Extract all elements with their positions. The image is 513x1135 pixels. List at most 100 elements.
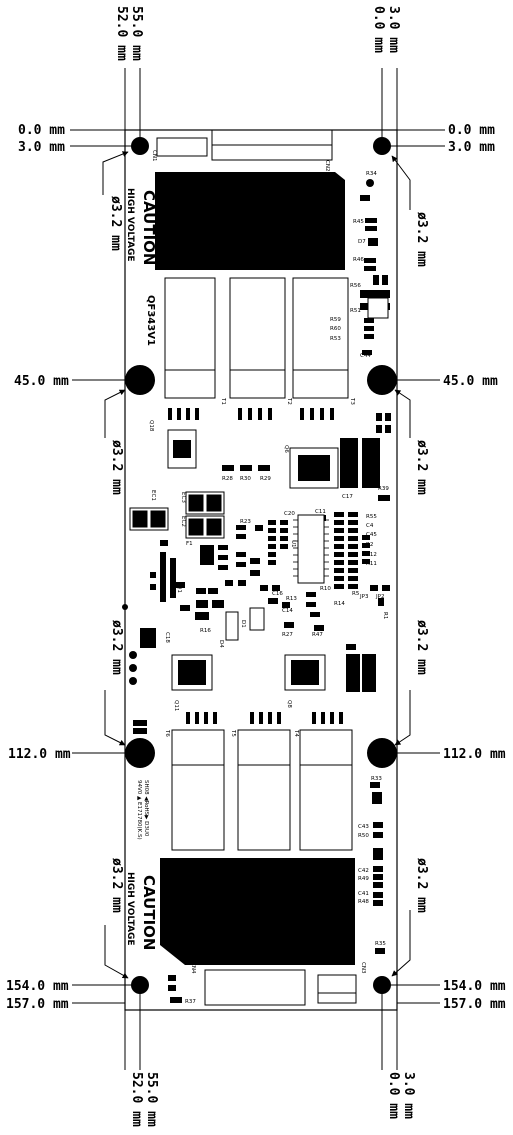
c45-label: C45 [366,532,377,538]
top-right-ic [367,297,389,319]
f1-label: F1 [186,541,193,547]
r9-label: R10 [320,586,331,592]
c43-label: C43 [358,824,369,830]
u1-pins [293,519,329,577]
q8-body [284,654,326,691]
q11-body [171,654,213,691]
q1-label: Q1 [176,585,182,593]
dim-bottom-left-a: 52.0 mm [129,1072,144,1127]
q8-label: Q8 [286,700,292,708]
q6-label: Q6 [283,445,289,453]
c37-label: C20 [284,511,295,517]
dim-row1-left-a: 0.0 mm [18,123,65,138]
t4-label: T4 [293,729,299,737]
r12-label: R11 [366,561,377,567]
dim-row1-left-b: 3.0 mm [18,140,65,155]
hole-bottom-left [131,976,149,994]
r14-label: R5 [352,591,360,597]
cn3-label: CN3 [360,962,366,974]
r13-label: R13 [286,596,297,602]
dim-row1-right-a: 0.0 mm [448,123,495,138]
t1-label: T1 [220,397,226,405]
transformers-bottom [171,729,353,851]
mounting-holes [125,137,397,994]
q6-body [289,447,339,489]
cn1-label: CN1 [151,150,157,161]
r60-label: R60 [330,326,341,332]
dim-bottom-right-b: 3.0 mm [401,1072,416,1119]
c4-label: C4 [366,523,374,529]
r29-label: R29 [260,476,271,482]
c17-label: C17 [342,494,353,500]
r35-label: R35 [375,941,386,947]
marking-row-1: SH08 ◀RoHS▶ D3U0 [143,780,149,837]
electrolytic-caps [129,491,225,539]
r56-label: R56 [350,283,361,289]
dim-row3-right: 112.0 mm [443,747,506,762]
hole-label-3: ø3.2 mm [109,440,124,495]
transformers-top [164,277,349,399]
r47-label: R47 [312,632,323,638]
c5-label: C11 [315,509,326,515]
hole-top-right [373,137,391,155]
u1-ic [297,514,325,584]
caution-bottom-subtitle: HIGH VOLTAGE [125,872,135,946]
r45-label: R45 [353,219,364,225]
r49-label: R49 [358,876,369,882]
jp2-label: JP2 [375,594,384,600]
c44-label: C44 [360,353,371,359]
hole-label-7: ø3.2 mm [109,858,124,913]
d4-label: D4 [218,640,224,648]
r55-label: R2 [366,542,373,548]
r34-label: R34 [366,171,377,177]
transformer-bottom-pins [186,712,343,724]
dim-row3-left: 112.0 mm [8,747,71,762]
t6-label: T6 [164,729,170,737]
c21-c22 [346,644,376,692]
middle-resistors [222,465,270,471]
r48-label: R48 [358,899,369,905]
r59-label: R59 [330,317,341,323]
cn4-label: CN4 [190,962,196,974]
hole-mid-right [367,365,397,395]
c31-c32 [133,720,147,734]
q11-label: Q11 [173,700,179,711]
right-bottom-parts [370,782,385,954]
dim-top-left-a: 52.0 mm [114,6,129,61]
dim-row4-left-b: 157.0 mm [6,997,69,1012]
hole-label-1: ø3.2 mm [108,196,123,251]
d7-label: D7 [358,239,366,245]
t2-label: T2 [286,397,292,405]
r27-label: R27 [282,632,293,638]
ec2-label: EC2 [180,516,186,527]
hole-label-6: ø3.2 mm [414,620,429,675]
r37-label: R37 [185,999,196,1005]
r39-label: R39 [378,486,389,492]
caution-top-subtitle: HIGH VOLTAGE [125,188,135,262]
r1-label: R1 [382,612,388,619]
r30-label: R30 [240,476,251,482]
q8-tab [291,660,319,685]
hole-label-4: ø3.2 mm [414,440,429,495]
top-connectors [156,129,333,161]
dim-row2-right: 45.0 mm [443,374,498,389]
hole-low-right [367,738,397,768]
q18-label: Q18 [148,420,154,432]
d1-body [249,607,265,631]
r33-label: R33 [371,776,382,782]
hole-leaders [102,151,411,979]
r16-label: R16 [200,628,211,634]
hole-label-8: ø3.2 mm [414,858,429,913]
bottom-connectors [204,969,357,1006]
caution-top-title: CAUTION [140,190,158,265]
r51-label: R51 [350,308,361,314]
hole-label-2: ø3.2 mm [414,212,429,267]
hole-top-left [131,137,149,155]
dim-bottom-right-a: 0.0 mm [386,1072,401,1119]
ec1-label: EC1 [150,490,156,501]
dim-row4-right-b: 157.0 mm [443,997,506,1012]
test-points [122,604,137,685]
marking-row-2: 94V0 ▲ E171780(K.S) [136,780,142,840]
ec3-label: EC3 [180,492,186,503]
c18-body [140,628,156,648]
